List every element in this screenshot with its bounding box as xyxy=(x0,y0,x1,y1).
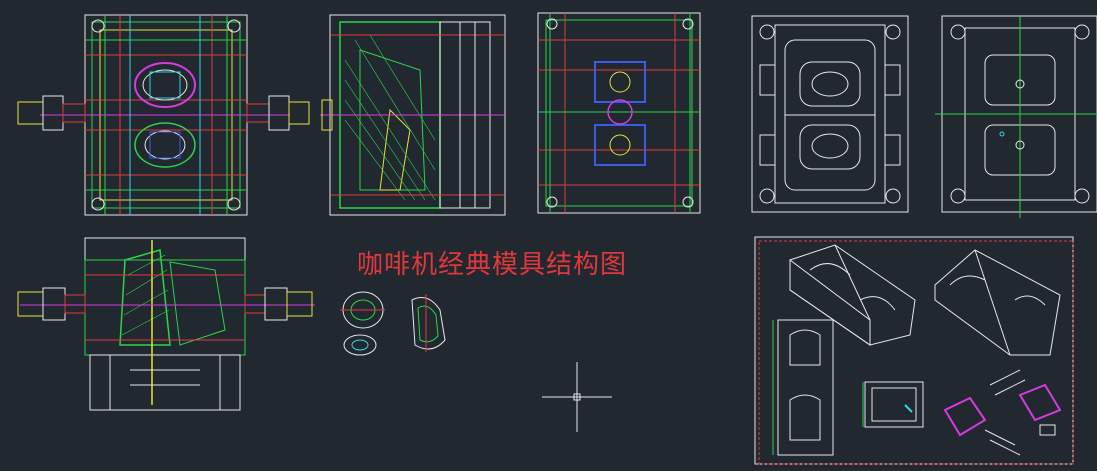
3d-part-3 xyxy=(772,319,834,456)
3d-part-2 xyxy=(934,249,1061,356)
drawing-title: 咖啡机经典模具结构图 xyxy=(357,250,628,280)
mold-plan-view-1 xyxy=(17,14,310,216)
crosshair-icon xyxy=(542,362,612,432)
detail-part-1 xyxy=(340,291,385,356)
mold-plan-view-3 xyxy=(537,12,701,214)
mold-plate-view-4 xyxy=(751,15,909,213)
mold-section-view-2 xyxy=(320,14,506,216)
mold-front-section-view-6 xyxy=(17,237,315,411)
3d-part-1 xyxy=(789,244,916,346)
3d-part-5-slides xyxy=(943,369,1062,456)
3d-views-frame xyxy=(754,236,1074,465)
mold-plate-view-5 xyxy=(935,15,1097,218)
3d-part-4 xyxy=(862,381,924,428)
detail-part-2 xyxy=(411,294,446,352)
